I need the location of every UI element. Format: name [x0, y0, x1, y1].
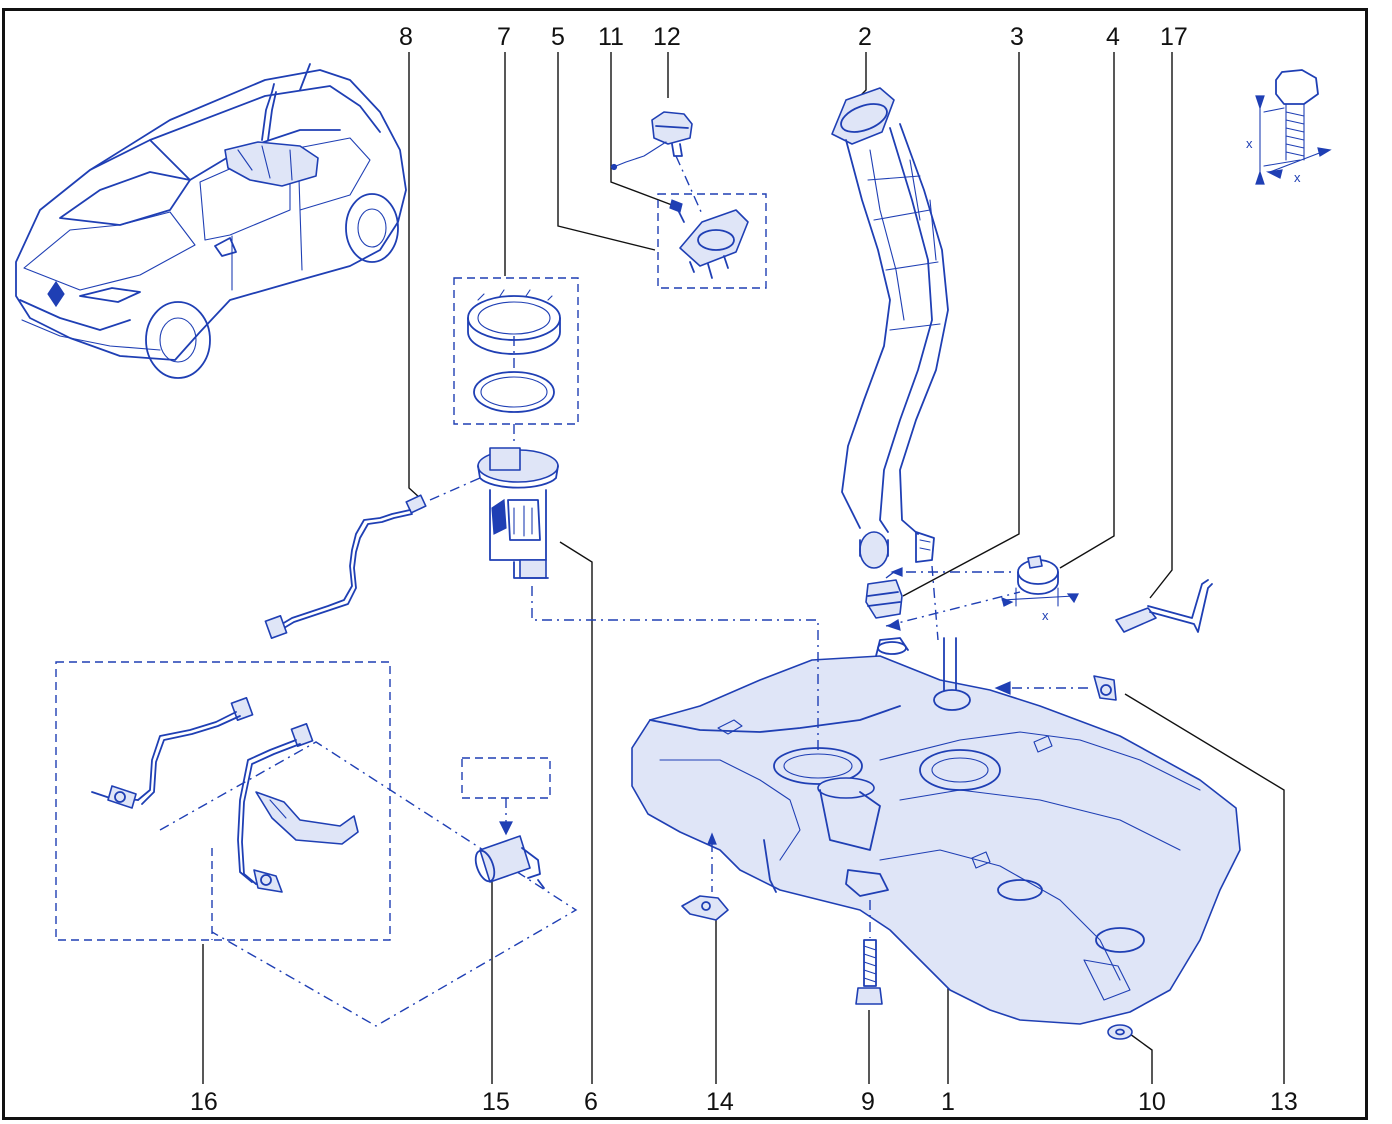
callout-16: 16 [190, 1088, 218, 1116]
callout-12: 12 [653, 23, 681, 51]
callout-6: 6 [584, 1088, 598, 1116]
part-17-level-sender [1115, 579, 1213, 633]
rear-wheel [345, 193, 399, 263]
part-4-clamp: x [1001, 555, 1079, 623]
leader-10 [1129, 1033, 1153, 1084]
callout-17: 17 [1160, 23, 1188, 51]
part-1-fuel-tank [631, 637, 1241, 1025]
callout-15: 15 [482, 1088, 510, 1116]
callout-9: 9 [861, 1088, 875, 1116]
leader-11 [610, 52, 673, 206]
callout-1: 1 [941, 1088, 955, 1116]
part-5-filler-flap-housing [657, 155, 767, 289]
bolt-dimension-label-vertical: x [1246, 136, 1253, 151]
callout-4: 4 [1106, 23, 1120, 51]
bolt-torque-detail: x x [1246, 69, 1332, 185]
callout-13: 13 [1270, 1088, 1298, 1116]
callout-3: 3 [1010, 23, 1024, 51]
bolt-dimension-label-horizontal: x [1294, 170, 1301, 185]
part-12-fuel-cap [610, 111, 693, 171]
pump-to-tank-guide [531, 586, 819, 754]
leader-13 [1124, 693, 1285, 1084]
leader-4 [1059, 52, 1115, 569]
part-10-washer [1107, 1024, 1133, 1040]
leader-lines [202, 52, 1285, 1084]
part-11-screw [669, 199, 685, 223]
leader-3 [902, 52, 1020, 597]
clamp-dimension-label: x [1042, 608, 1049, 623]
part-13-clip [994, 675, 1117, 701]
leader-17 [1149, 52, 1173, 599]
part-2-filler-neck [831, 87, 949, 569]
front-wheel [145, 301, 211, 379]
part-16-harness-set [55, 661, 578, 1027]
part-8-wiring-harness [264, 477, 481, 639]
part-15-fuel-filter [461, 757, 551, 889]
callout-7: 7 [497, 23, 511, 51]
leader-8 [408, 52, 421, 499]
part-14-bracket [681, 832, 729, 921]
callout-11: 11 [598, 23, 624, 51]
callout-14: 14 [706, 1088, 734, 1116]
part-6-fuel-pump [477, 424, 559, 579]
leader-5 [557, 52, 656, 251]
part-7-ring-and-seal [453, 277, 579, 425]
part-3-hose [865, 565, 1021, 641]
callout-5: 5 [551, 23, 565, 51]
callout-10: 10 [1138, 1088, 1166, 1116]
leader-6 [559, 541, 593, 1084]
car-illustration [15, 63, 407, 379]
callout-2: 2 [858, 23, 872, 51]
part-9-bolt [855, 900, 883, 1005]
callout-8: 8 [399, 23, 413, 51]
